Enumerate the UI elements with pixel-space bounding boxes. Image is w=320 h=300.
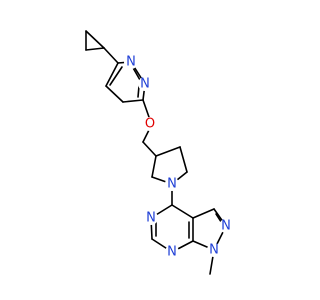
atom-labels: N N O N N N N N xyxy=(124,55,233,260)
chemical-structure: N N O N N N N N xyxy=(85,30,233,275)
bond xyxy=(192,208,215,219)
bond xyxy=(142,99,151,121)
atom-label-n: N xyxy=(146,211,156,226)
atom-label-n: N xyxy=(140,77,150,92)
atom-label-n: N xyxy=(209,243,219,258)
bond xyxy=(103,47,119,64)
bond xyxy=(142,141,157,157)
bond xyxy=(171,204,194,219)
atom-label-n: N xyxy=(221,219,231,234)
bond xyxy=(179,146,188,173)
bond xyxy=(151,155,157,178)
bond xyxy=(85,30,105,49)
bond xyxy=(155,146,181,157)
atom-label-o: O xyxy=(145,117,155,132)
bond-double-inner xyxy=(109,66,123,86)
bond-double-inner xyxy=(137,85,140,98)
atom-label-n: N xyxy=(167,245,177,260)
bond xyxy=(105,62,119,87)
bond xyxy=(105,85,124,103)
atom-label-n: N xyxy=(167,177,177,192)
bond xyxy=(122,99,144,103)
bond xyxy=(85,47,105,51)
cyclopropyl-ring xyxy=(85,30,105,51)
atom-label-n: N xyxy=(126,55,136,70)
